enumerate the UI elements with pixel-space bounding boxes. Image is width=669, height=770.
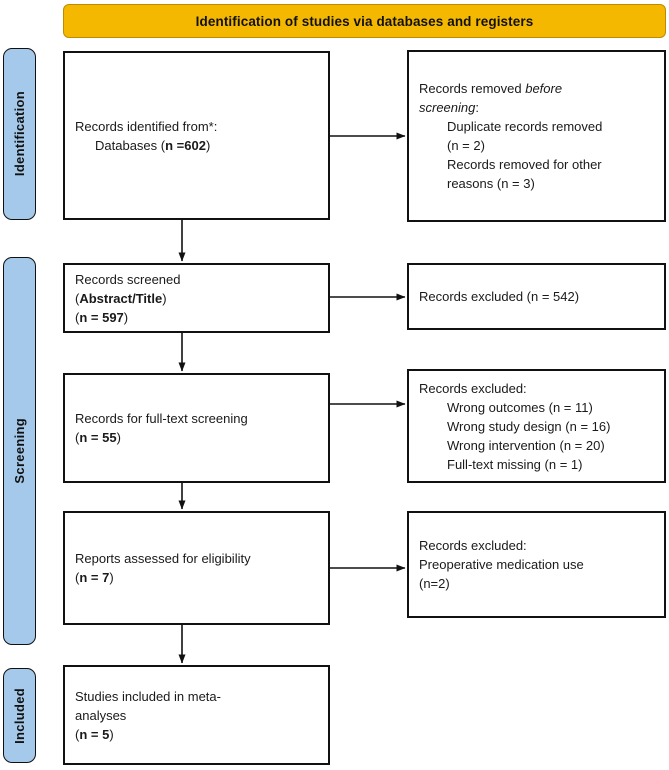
databases-label: Databases ( <box>95 137 166 153</box>
records-excluded-screening-text: Records excluded (n = 542) <box>419 289 580 304</box>
databases-paren-close: ) <box>205 137 211 153</box>
records-removed-emph-screening: screening <box>419 100 476 115</box>
records-removed-colon: : <box>475 100 479 115</box>
excluded-eligibility-count: (n=2) <box>419 576 450 591</box>
records-excluded-reasons-heading: Records excluded: <box>419 380 527 396</box>
stage-label-screening: Screening <box>12 418 27 484</box>
studies-included-line-3: (n = 5) <box>75 725 318 744</box>
studies-included-count: n = 5 <box>79 726 110 742</box>
reason-full-text-missing: Full-text missing (n = 1) <box>447 456 583 472</box>
excluded-eligibility-heading: Records excluded: <box>419 538 527 553</box>
stage-label-identification: Identification <box>12 91 27 177</box>
records-removed-prefix: Records removed <box>419 81 526 96</box>
studies-included-paren-open: ( <box>75 726 80 742</box>
records-screened-paren-open: ( <box>75 309 80 325</box>
records-screened-paren-close: ) <box>123 309 129 325</box>
databases-count: n =602 <box>165 137 206 153</box>
stage-label-included: Included <box>12 687 27 744</box>
box-records-excluded-screening: Records excluded (n = 542) <box>407 263 666 330</box>
eligibility-line-1: Reports assessed for eligibility <box>75 551 251 566</box>
records-screened-line-2: (Abstract/Title) <box>75 289 318 308</box>
eligibility-count: n = 7 <box>79 570 110 585</box>
box-studies-included: Studies included in meta- analyses (n = … <box>63 665 330 765</box>
box-reports-assessed-eligibility: Reports assessed for eligibility (n = 7) <box>63 511 330 625</box>
reason-wrong-outcomes: Wrong outcomes (n = 11) <box>447 399 593 415</box>
abstract-title-paren-open: ( <box>75 290 80 306</box>
records-removed-emph-before: before <box>525 81 563 96</box>
records-identified-line-2: Databases (n =602) <box>75 136 318 155</box>
box-records-screened: Records screened (Abstract/Title) (n = 5… <box>63 263 330 333</box>
reason-wrong-study-design: Wrong study design (n = 16) <box>447 418 611 434</box>
stage-bar-identification: Identification <box>3 48 36 220</box>
studies-included-line-1: Studies included in meta- <box>75 688 221 704</box>
box-records-identified: Records identified from*: Databases (n =… <box>63 51 330 220</box>
duplicate-records-removed-count: (n = 2) <box>447 138 485 153</box>
full-text-paren-close: ) <box>116 430 121 445</box>
records-screened-line-3: (n = 597) <box>75 308 318 327</box>
box-records-full-text-screening: Records for full-text screening (n = 55) <box>63 373 330 483</box>
abstract-title-label: Abstract/Title <box>79 290 163 306</box>
full-text-screening-line-2: (n = 55) <box>75 428 318 447</box>
abstract-title-paren-close: ) <box>162 290 167 306</box>
records-screened-count: n = 597 <box>79 309 124 325</box>
eligibility-paren-close: ) <box>109 570 114 585</box>
stage-bar-screening: Screening <box>3 257 36 645</box>
stage-bar-included: Included <box>3 668 36 763</box>
other-reasons-removed-count: reasons (n = 3) <box>447 176 535 191</box>
studies-included-line-2: analyses <box>75 707 127 723</box>
box-records-removed-before-screening: Records removed before screening: Duplic… <box>407 50 666 222</box>
records-removed-line-1: Records removed before <box>419 79 654 98</box>
box-records-excluded-eligibility: Records excluded: Preoperative medicatio… <box>407 511 666 618</box>
studies-included-paren-close: ) <box>109 726 114 742</box>
excluded-eligibility-reason: Preoperative medication use <box>419 557 584 572</box>
diagram-title-banner: Identification of studies via databases … <box>63 4 666 38</box>
full-text-count: n = 55 <box>79 430 117 445</box>
eligibility-line-2: (n = 7) <box>75 568 318 587</box>
reason-wrong-intervention: Wrong intervention (n = 20) <box>447 437 605 453</box>
other-reasons-removed-label: Records removed for other <box>447 157 602 172</box>
duplicate-records-removed-label: Duplicate records removed <box>447 119 603 134</box>
full-text-paren-open: ( <box>75 430 80 445</box>
records-removed-line-2: screening: <box>419 98 654 117</box>
records-identified-line-1: Records identified from*: <box>75 118 218 134</box>
box-records-excluded-reasons: Records excluded: Wrong outcomes (n = 11… <box>407 369 666 483</box>
diagram-title-text: Identification of studies via databases … <box>195 13 534 29</box>
records-screened-line-1: Records screened <box>75 271 181 287</box>
full-text-screening-line-1: Records for full-text screening <box>75 411 248 426</box>
eligibility-paren-open: ( <box>75 570 80 585</box>
